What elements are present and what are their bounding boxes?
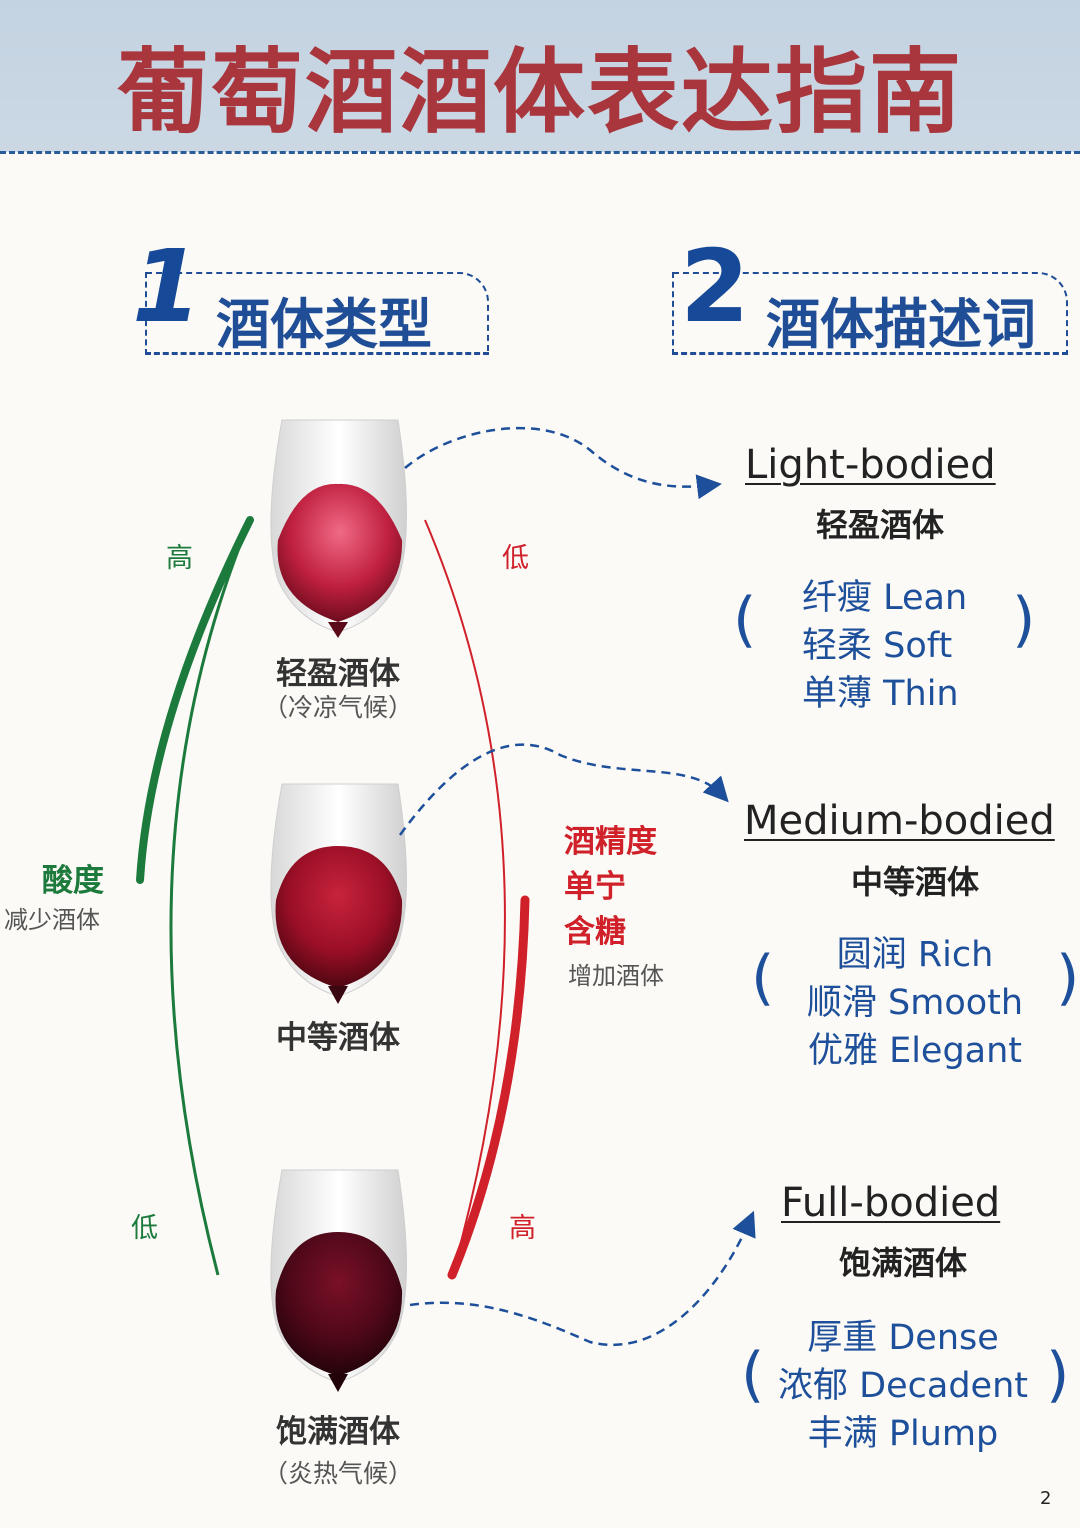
alcohol-line-1: 酒精度: [564, 824, 657, 860]
bracket-open-full: (: [741, 1340, 765, 1410]
glass-medium: [270, 783, 407, 1004]
section-2-label: 酒体描述词: [766, 293, 1036, 356]
glass-full: [270, 1169, 407, 1392]
descriptor: 圆润 Rich: [836, 935, 994, 975]
glass-label-medium: 中等酒体: [276, 1020, 400, 1056]
descriptor: 纤瘦 Lean: [802, 578, 968, 618]
section-1-box: [145, 272, 489, 355]
page-title: 葡萄酒酒体表达指南: [116, 39, 963, 146]
body-en-full: Full-bodied: [781, 1180, 1001, 1226]
section-2-box: [672, 272, 1068, 355]
page-number: 2: [1040, 1488, 1052, 1509]
descriptor: 浓郁 Decadent: [778, 1366, 1028, 1406]
alcohol-line-2: 单宁: [564, 869, 626, 905]
bracket-open-light: (: [733, 585, 757, 655]
glass-sub-full: （炎热气候）: [262, 1459, 413, 1488]
body-cn-light: 轻盈酒体: [815, 506, 944, 544]
glass-sub-light: （冷凉气候）: [262, 693, 413, 722]
arrow-medium: [398, 743, 729, 836]
alcohol-note: 增加酒体: [568, 962, 664, 990]
body-en-light: Light-bodied: [745, 442, 996, 488]
section-1-number: 1: [132, 228, 202, 345]
alcohol-arc-thick: [447, 895, 530, 1280]
descriptor: 优雅 Elegant: [807, 1031, 1023, 1071]
descriptor: 丰满 Plump: [807, 1414, 999, 1454]
section-1-label: 酒体类型: [216, 293, 432, 356]
alcohol-low: 低: [502, 543, 529, 574]
bracket-close-medium: ): [1056, 943, 1080, 1013]
acidity-title: 酸度: [42, 863, 104, 899]
section-2-number: 2: [680, 228, 750, 345]
glass-label-light: 轻盈酒体: [276, 656, 400, 692]
descriptor: 厚重 Dense: [807, 1318, 999, 1358]
alcohol-arc: [424, 519, 506, 1276]
body-en-medium: Medium-bodied: [744, 798, 1055, 844]
header-band: [0, 0, 1080, 152]
arrow-light: [404, 426, 722, 500]
bracket-open-medium: (: [751, 943, 775, 1013]
acidity-arc: [169, 519, 252, 1276]
descriptor-list-light: 纤瘦 Lean 轻柔 Soft 单薄 Thin: [802, 574, 967, 718]
acidity-arc-thick: [136, 516, 254, 884]
header-divider: [0, 151, 1080, 154]
body-cn-full: 饱满酒体: [838, 1244, 967, 1282]
descriptor: 顺滑 Smooth: [806, 983, 1024, 1023]
alcohol-line-3: 含糖: [564, 914, 626, 950]
alcohol-high: 高: [509, 1213, 536, 1244]
glass-label-full: 饱满酒体: [276, 1414, 400, 1450]
acidity-note: 减少酒体: [4, 906, 100, 934]
descriptor-list-medium: 圆润 Rich 顺滑 Smooth 优雅 Elegant: [785, 931, 1045, 1075]
descriptor: 轻柔 Soft: [802, 626, 953, 666]
bracket-close-full: ): [1046, 1340, 1070, 1410]
acidity-low: 低: [131, 1213, 158, 1244]
body-cn-medium: 中等酒体: [850, 863, 979, 901]
descriptor-list-full: 厚重 Dense 浓郁 Decadent 丰满 Plump: [763, 1314, 1043, 1458]
bracket-close-light: ): [1012, 585, 1036, 655]
arrow-full: [409, 1210, 756, 1347]
acidity-high: 高: [166, 543, 193, 574]
glass-light: [270, 419, 407, 638]
descriptor: 单薄 Thin: [802, 674, 959, 714]
